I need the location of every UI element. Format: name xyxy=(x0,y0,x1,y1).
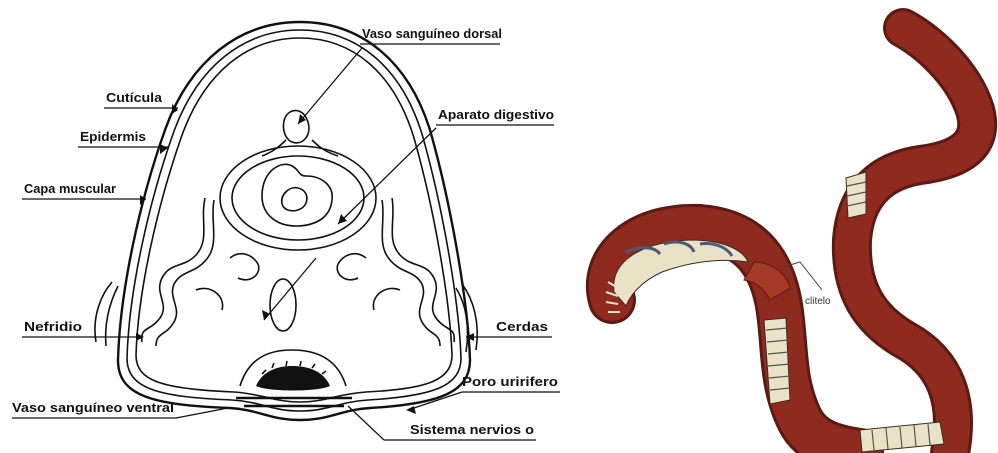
nerve-cord-mass xyxy=(256,366,330,391)
label-epidermis: Epidermis xyxy=(80,129,146,144)
typhlosole xyxy=(262,164,332,226)
pointer-vaso-ventral-aux xyxy=(264,258,316,320)
label-vaso-dorsal: Vaso sanguíneo dorsal xyxy=(362,26,502,41)
label-sistema-nervioso: Sistema nervios o xyxy=(410,422,534,437)
arrowhead-digestive xyxy=(338,214,347,224)
label-poro-urinifero: Poro uririfero xyxy=(462,374,558,389)
typhlosole-core xyxy=(282,188,307,211)
gut-inner-ring xyxy=(232,156,364,240)
earthworm-illustration: clitelo xyxy=(606,28,977,453)
cross-section-diagram: Vaso sanguíneo dorsal Aparato digestivo … xyxy=(12,22,560,440)
label-aparato-digestivo: Aparato digestivo xyxy=(438,107,554,122)
label-vaso-ventral: Vaso sanguíneo ventral xyxy=(12,400,174,415)
gut-outer-ring xyxy=(220,146,376,250)
label-cuticula: Cutícula xyxy=(106,90,163,105)
label-clitelo: clitelo xyxy=(805,296,831,307)
body-wall-outer xyxy=(118,22,470,420)
label-capa-muscular: Capa muscular xyxy=(24,181,116,196)
label-cerdas: Cerdas xyxy=(496,319,548,334)
label-nefridio: Nefridio xyxy=(24,319,82,334)
seta-right xyxy=(456,284,477,352)
